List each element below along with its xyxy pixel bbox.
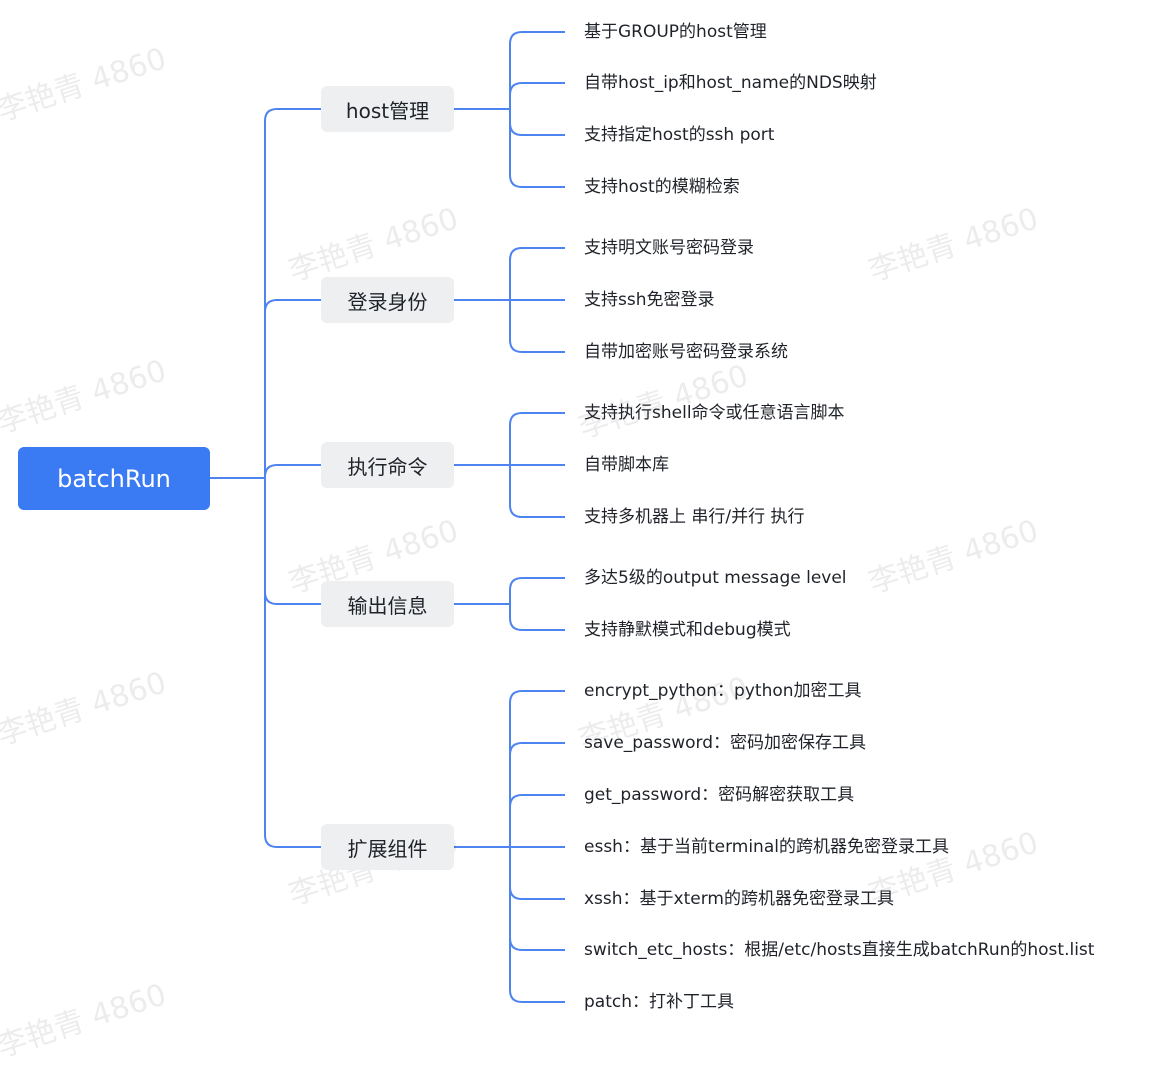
leaf-node[interactable]: save_password：密码加密保存工具 [584,733,867,753]
category-node[interactable]: host管理 [321,86,454,132]
leaf-node[interactable]: 支持明文账号密码登录 [584,238,754,258]
category-to-leaf-edge [454,31,565,110]
leaf-node[interactable]: 自带脚本库 [584,455,669,475]
leaf-node[interactable]: xssh：基于xterm的跨机器免密登录工具 [584,889,894,909]
root-to-category-edge [210,108,321,479]
category-to-leaf-edge [454,82,565,110]
category-node[interactable]: 输出信息 [321,581,454,627]
category-to-leaf-edge [454,247,565,301]
category-to-leaf-edge [454,742,565,848]
leaf-node[interactable]: essh：基于当前terminal的跨机器免密登录工具 [584,837,949,857]
leaf-node[interactable]: 自带host_ip和host_name的NDS映射 [584,73,877,93]
category-to-leaf-edge [454,577,565,605]
leaf-node[interactable]: 支持host的模糊检索 [584,177,740,197]
leaf-node[interactable]: switch_etc_hosts：根据/etc/hosts直接生成batchRu… [584,940,1095,960]
leaf-node[interactable]: get_password：密码解密获取工具 [584,785,855,805]
root-to-category-edge [210,299,321,479]
category-to-leaf-edge [454,412,565,466]
leaf-node[interactable]: 多达5级的output message level [584,568,847,588]
category-to-leaf-edge [454,108,565,188]
category-to-leaf-edge [454,794,565,848]
root-to-category-edge [210,477,321,848]
leaf-node[interactable]: 支持静默模式和debug模式 [584,620,791,640]
root-node[interactable]: batchRun [18,447,210,510]
category-to-leaf-edge [454,846,565,1003]
leaf-node[interactable]: patch：打补丁工具 [584,992,734,1012]
leaf-node[interactable]: 自带加密账号密码登录系统 [584,342,788,362]
mindmap-edges [210,31,565,1003]
category-to-leaf-edge [454,690,565,848]
leaf-node[interactable]: 支持多机器上 串行/并行 执行 [584,507,805,527]
leaf-node[interactable]: 基于GROUP的host管理 [584,22,767,42]
leaf-node[interactable]: 支持ssh免密登录 [584,290,715,310]
leaf-node[interactable]: 支持指定host的ssh port [584,125,775,145]
category-node[interactable]: 扩展组件 [321,824,454,870]
leaf-node[interactable]: 支持执行shell命令或任意语言脚本 [584,403,845,423]
category-to-leaf-edge [454,603,565,631]
mindmap-canvas: 李艳青 4860 李艳青 4860 李艳青 4860 李艳青 4860 李艳青 … [0,22,1095,1065]
root-to-category-edge [210,464,321,479]
category-node[interactable]: 执行命令 [321,442,454,488]
category-to-leaf-edge [454,299,565,353]
leaf-node[interactable]: encrypt_python：python加密工具 [584,681,862,701]
category-to-leaf-edge [454,464,565,518]
category-node[interactable]: 登录身份 [321,277,454,323]
